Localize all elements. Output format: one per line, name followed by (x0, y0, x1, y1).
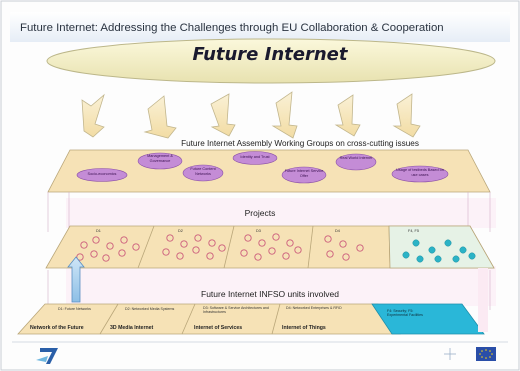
wg-service-offer: Future Internet Service Offer (284, 169, 324, 178)
project-label-f4f5: F4, F5 (408, 229, 419, 233)
arrow-2 (143, 95, 177, 139)
cross-logo-icon (444, 348, 456, 360)
unit-d3: D3: Software & Service Architectures and… (203, 306, 269, 315)
future-internet-label: Future Internet (192, 44, 348, 65)
projects-heading: Projects (244, 208, 276, 218)
wg-socio-economics: Socio-economics (87, 172, 117, 176)
base-3d-media: 3D Media Internet (110, 325, 154, 331)
unit-d2: D2: Networked Media Systems (125, 307, 175, 311)
project-label-d1: D1 (96, 229, 101, 233)
infso-dividers (99, 303, 281, 335)
unit-d1: D1: Future Networks (58, 307, 91, 311)
projects-f-section (389, 226, 494, 268)
arrow-4 (271, 91, 298, 139)
unit-d4: D4: Networked Enterprises & RFID (286, 306, 342, 310)
project-circles-f (402, 239, 476, 263)
eu-flag-icon (476, 347, 496, 361)
slide-title: Future Internet: Addressing the Challeng… (20, 22, 444, 34)
base-network-future: Network of the Future (30, 325, 84, 331)
arrow-1 (81, 93, 105, 138)
infso-band-bg (66, 266, 496, 306)
connector-lines (47, 192, 491, 310)
future-internet-oval (46, 38, 496, 84)
blue-up-arrow (67, 256, 85, 303)
projects-band-bg (66, 198, 496, 228)
project-label-d4: D4 (335, 229, 340, 233)
infso-f-section (371, 303, 485, 335)
arrow-6 (392, 93, 421, 138)
header-band (10, 12, 510, 42)
arrow-5 (334, 94, 361, 137)
unit-f4f5: F4: Security; F5: Experimental Facilitie… (387, 309, 423, 318)
project-label-d2: D2 (178, 229, 183, 233)
working-groups-heading: Future Internet Assembly Working Groups … (181, 139, 419, 148)
infso-heading: Future Internet INFSO units involved (201, 289, 339, 299)
wg-management-governance: Management & Governance (147, 154, 173, 163)
upward-arrows (81, 91, 421, 139)
arrow-3 (210, 93, 236, 137)
project-circles-d (76, 233, 364, 262)
wg-real-world-internet: Real World Internet (339, 156, 373, 160)
wg-future-content-networks: Future Content Networks (190, 167, 216, 176)
side-strip (478, 268, 488, 332)
wg-usage-testbeds: Usage of testbeds Based on use cases (396, 168, 444, 177)
working-group-pills (76, 151, 449, 184)
wg-identity-trust: Identity and Trust (240, 155, 270, 159)
base-internet-services: Internet of Services (194, 325, 243, 331)
base-internet-things: Internet of Things (282, 325, 326, 331)
project-label-d3: D3 (256, 229, 261, 233)
fp7-logo-icon (40, 348, 58, 364)
